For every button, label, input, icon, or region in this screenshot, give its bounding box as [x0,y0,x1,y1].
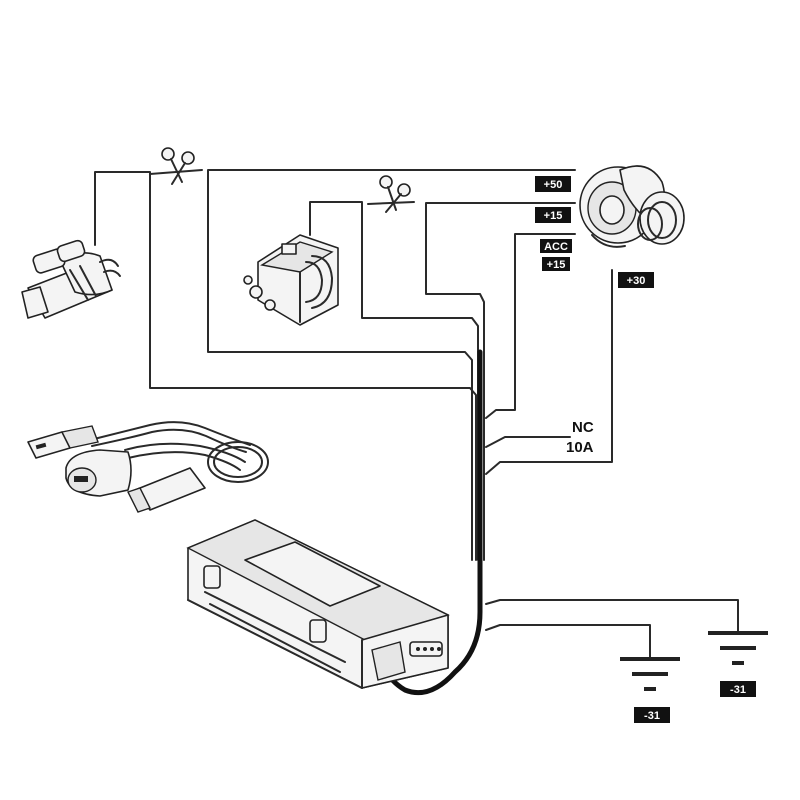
ground-icon [620,657,680,691]
ground-label-right: -31 [730,684,746,696]
wire-starter [94,171,477,561]
terminal-tag-acc: ACC +15 [540,239,572,271]
terminal-tag-ground-right: -31 [720,681,756,697]
wire-ground-left [485,624,651,659]
wire-50 [207,169,576,561]
terminal-label-50: +50 [544,179,563,191]
terminal-tag-15: +15 [535,207,571,223]
wires [94,169,739,659]
wire-coil [309,201,479,561]
starter-motor [21,239,121,319]
relay-label-nc: NC [572,419,594,436]
ground-icon [708,631,768,665]
wire-30 [485,269,613,475]
wire-ground-right [485,599,739,633]
terminal-tag-30: +30 [618,272,654,288]
terminal-tag-ground-left: -31 [634,707,670,723]
scissors-icon [367,175,415,213]
terminal-label-15: +15 [544,210,563,222]
ignition-coil [243,234,339,326]
ignition-switch [579,165,685,248]
scissors-icon [149,147,203,185]
terminal-label-30: +30 [627,275,646,287]
wire-15 [425,202,576,561]
control-unit-box [186,519,450,689]
wire-acc [485,233,576,419]
ground-label-left: -31 [644,710,660,722]
terminal-label-acc: ACC [544,241,568,253]
relay-label-rating: 10A [566,439,594,456]
usb-charger-cable [27,421,269,513]
terminal-label-acc-15: +15 [547,259,566,271]
terminal-tag-50: +50 [535,176,571,192]
wire-nc [485,436,571,448]
